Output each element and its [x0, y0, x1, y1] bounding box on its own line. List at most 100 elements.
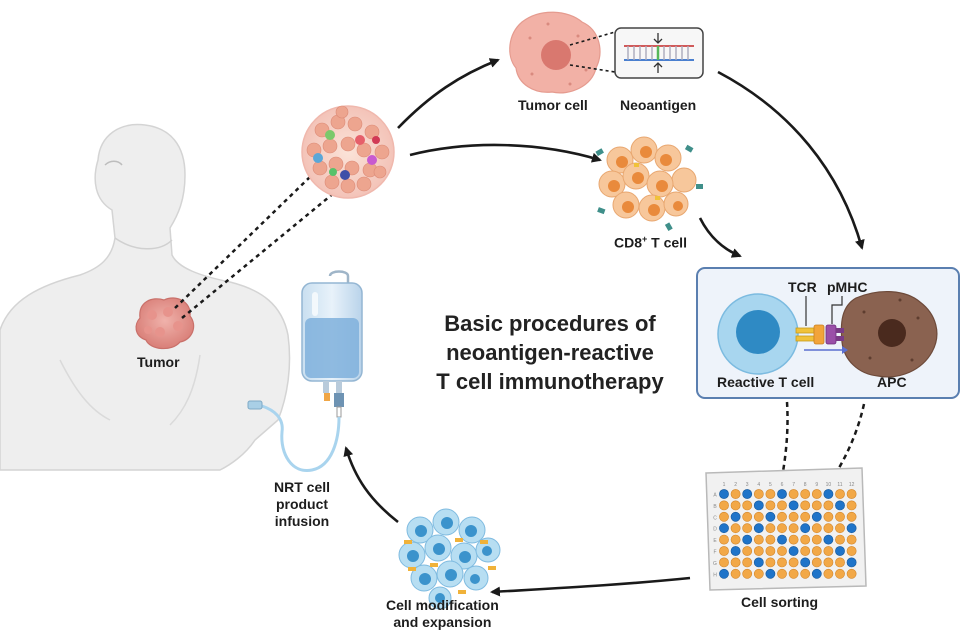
plate-col-label: 9: [815, 482, 818, 488]
tcr-apc-panel: [696, 267, 960, 399]
plate-well: [788, 511, 799, 522]
plate-well: [811, 557, 822, 568]
plate-row-label: E: [713, 538, 717, 544]
plate-well: [777, 523, 787, 534]
label-tcr: TCR: [788, 279, 817, 295]
plate-well: [800, 546, 811, 556]
plate-well: [800, 534, 811, 545]
label-neoantigen: Neoantigen: [620, 97, 697, 113]
plate-col-label: 6: [781, 482, 784, 488]
plate-well: [835, 534, 845, 545]
plate-row-label: F: [713, 550, 716, 556]
plate-well: [800, 557, 811, 568]
plate-well: [777, 557, 787, 568]
plate-col-label: 7: [792, 482, 795, 488]
human-body: [0, 123, 291, 471]
neo-zoom-line-1: [569, 31, 616, 46]
plate-col-label: 10: [826, 482, 832, 488]
plate-well: [765, 500, 776, 511]
plate-well: [846, 534, 857, 545]
plate-well: [777, 511, 787, 522]
plate-well: [800, 568, 811, 579]
plate-well: [730, 511, 741, 522]
cd8-t-cell-cluster: [595, 136, 703, 231]
expanded-cell-cluster: [398, 508, 501, 610]
plate-well: [823, 557, 834, 568]
plate-well: [765, 523, 776, 534]
plate-well: [846, 546, 857, 556]
plate-well: [719, 534, 729, 545]
plate-well: [742, 489, 753, 499]
plate-row-label: G: [713, 561, 717, 567]
plate-well: [765, 511, 776, 522]
iv-bag: [247, 270, 363, 472]
arrow-to-infusion: [343, 446, 399, 524]
sort-line-2: [816, 403, 866, 501]
plate-well: [823, 523, 834, 534]
plate-well: [719, 546, 729, 556]
plate-well: [765, 546, 776, 556]
plate-well: [742, 557, 753, 568]
plate-well: [730, 500, 741, 511]
plate-well: [835, 568, 845, 579]
plate-well: [742, 568, 753, 579]
plate-well: [765, 489, 776, 499]
plate-well: [823, 500, 834, 511]
plate-well: [765, 568, 776, 579]
plate-col-label: 1: [723, 482, 726, 488]
plate-col-label: 3: [746, 482, 749, 488]
label-apc: APC: [877, 374, 907, 390]
label-pmhc: pMHC: [827, 279, 868, 295]
plate-well: [835, 511, 845, 522]
plate-well: [753, 534, 764, 545]
zoom-line-lower: [181, 187, 341, 319]
arrow-to-cd8: [409, 143, 602, 163]
plate-well: [811, 568, 822, 579]
plate-well: [788, 568, 799, 579]
plate-col-label: 11: [837, 482, 842, 488]
plate-well: [742, 534, 753, 545]
plate-well: [823, 534, 834, 545]
plate-well: [719, 557, 729, 568]
arrow-to-panel-from-neoantigen: [717, 70, 865, 250]
plate-well: [800, 523, 811, 534]
diagram-title: Basic procedures of neoantigen-reactive …: [436, 311, 664, 394]
plate-row-label: C: [713, 515, 717, 521]
plate-well: [777, 489, 787, 499]
plate-well: [846, 568, 857, 579]
plate-well: [777, 534, 787, 545]
label-tumor: Tumor: [137, 354, 180, 370]
tumor-mass: [135, 297, 195, 350]
plate-well: [730, 534, 741, 545]
plate-well: [753, 489, 764, 499]
arrow-to-tumor-cell: [397, 58, 500, 129]
plate-well: [753, 557, 764, 568]
plate-col-label: 2: [734, 482, 737, 488]
plate-well: [742, 523, 753, 534]
label-tumor-cell: Tumor cell: [518, 97, 588, 113]
plate-well: [800, 500, 811, 511]
plate-well: [800, 489, 811, 499]
plate-well: [846, 500, 857, 511]
plate-well: [788, 534, 799, 545]
plate-col-label: 5: [769, 482, 772, 488]
plate-well: [823, 568, 834, 579]
plate-row-label: D: [713, 527, 717, 533]
plate-well: [730, 546, 741, 556]
plate-well: [753, 546, 764, 556]
neoantigen-dna-box: [614, 27, 704, 79]
plate-well: [835, 557, 845, 568]
plate-row-label: H: [713, 572, 717, 578]
label-cell-sorting: Cell sorting: [741, 594, 819, 610]
label-cell-modification: Cell modification and expansion: [386, 597, 499, 630]
plate-col-label: 4: [757, 482, 760, 488]
plate-well: [846, 557, 857, 568]
plate-well: [811, 511, 822, 522]
tumor-microenvironment-view: [301, 105, 395, 199]
plate-well: [753, 568, 764, 579]
plate-well: [846, 489, 857, 499]
plate-well: [800, 511, 811, 522]
plate-well: [730, 557, 741, 568]
plate-well: [835, 500, 845, 511]
